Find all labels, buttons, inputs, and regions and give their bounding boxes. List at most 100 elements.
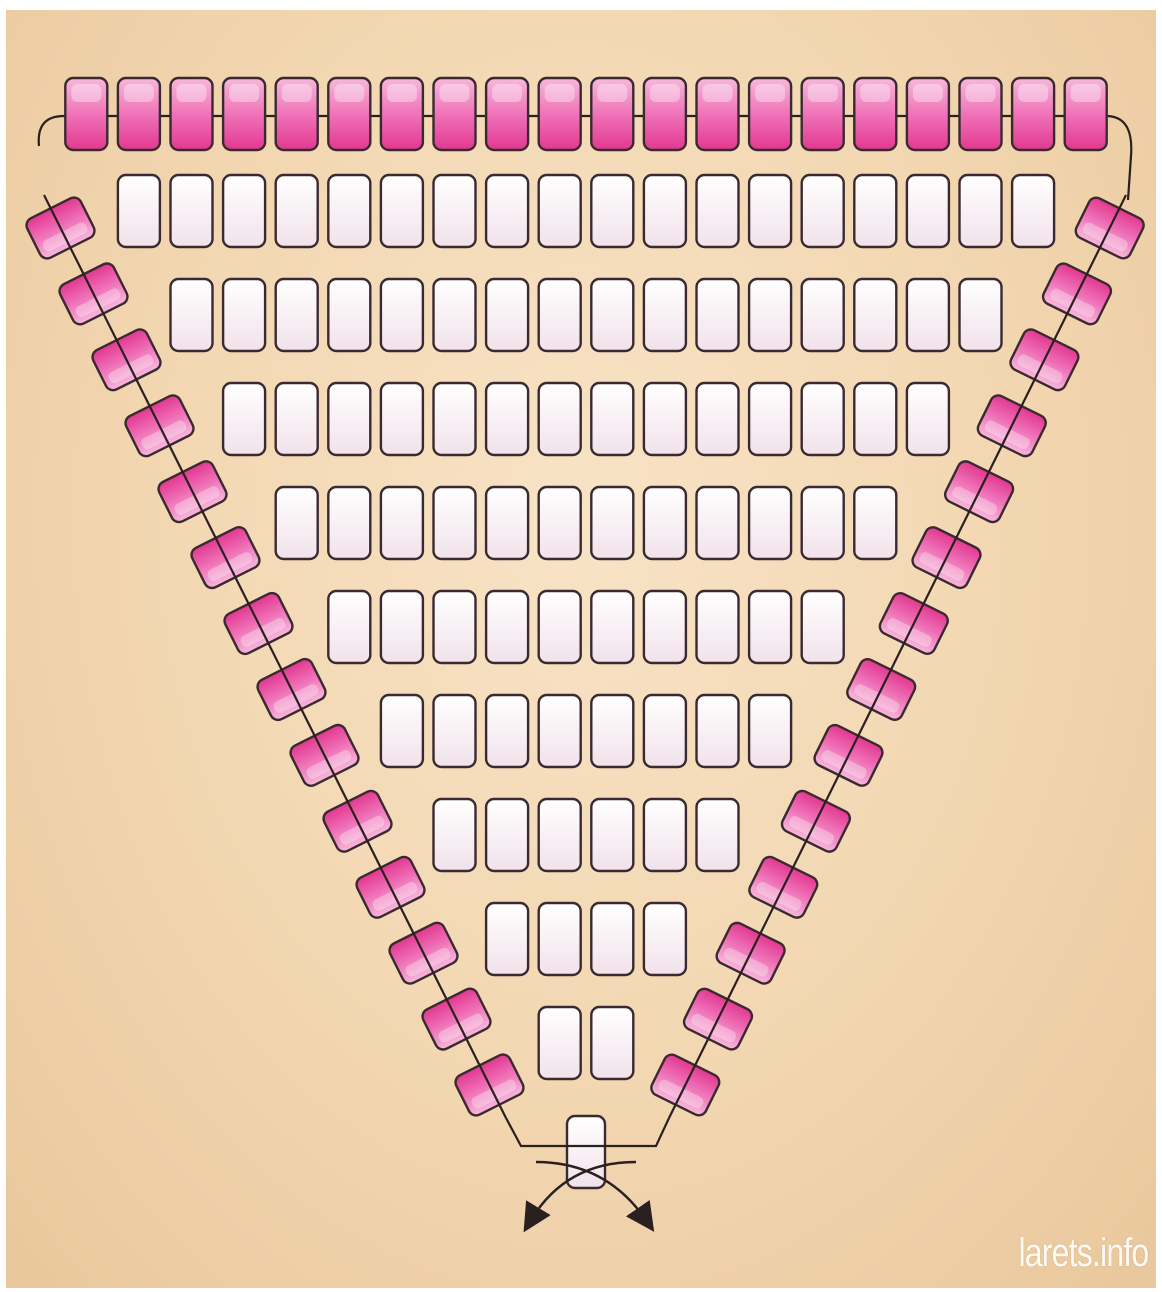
- white-bead: [644, 799, 686, 871]
- white-bead: [749, 383, 791, 455]
- white-bead: [644, 591, 686, 663]
- white-bead: [434, 383, 476, 455]
- bead-highlight: [440, 84, 470, 102]
- white-bead: [328, 383, 370, 455]
- white-bead: [276, 383, 318, 455]
- white-bead: [697, 487, 739, 559]
- bead-highlight: [860, 84, 890, 102]
- bead-highlight: [282, 84, 312, 102]
- white-bead: [539, 383, 581, 455]
- white-bead: [749, 591, 791, 663]
- white-bead: [486, 383, 528, 455]
- watermark-text: larets.info: [1018, 1231, 1148, 1276]
- bead-highlight: [334, 84, 364, 102]
- white-bead: [591, 591, 633, 663]
- white-bead: [697, 279, 739, 351]
- white-bead: [591, 695, 633, 767]
- bead-highlight: [387, 84, 417, 102]
- white-bead: [276, 487, 318, 559]
- white-bead: [697, 695, 739, 767]
- white-bead: [644, 903, 686, 975]
- white-bead: [591, 799, 633, 871]
- white-bead: [381, 383, 423, 455]
- white-bead: [486, 279, 528, 351]
- white-bead: [802, 383, 844, 455]
- white-bead: [434, 279, 476, 351]
- white-bead: [591, 487, 633, 559]
- white-bead: [802, 175, 844, 247]
- white-bead: [328, 279, 370, 351]
- bead-highlight: [1071, 84, 1101, 102]
- white-bead: [907, 383, 949, 455]
- white-bead: [486, 487, 528, 559]
- bead-highlight: [966, 84, 996, 102]
- white-bead: [591, 383, 633, 455]
- white-bead: [486, 799, 528, 871]
- white-bead: [171, 175, 213, 247]
- white-bead: [486, 695, 528, 767]
- white-bead: [434, 695, 476, 767]
- white-bead: [697, 383, 739, 455]
- white-bead: [1012, 175, 1054, 247]
- bead-highlight: [755, 84, 785, 102]
- white-bead: [907, 279, 949, 351]
- white-bead: [960, 175, 1002, 247]
- white-bead: [960, 279, 1002, 351]
- white-bead: [328, 175, 370, 247]
- white-bead: [539, 799, 581, 871]
- white-bead: [749, 695, 791, 767]
- bead-highlight: [71, 84, 101, 102]
- white-bead: [591, 903, 633, 975]
- white-bead: [434, 175, 476, 247]
- white-bead: [486, 175, 528, 247]
- white-bead: [381, 279, 423, 351]
- white-bead: [749, 487, 791, 559]
- white-bead: [539, 279, 581, 351]
- white-bead: [539, 903, 581, 975]
- bead-highlight: [913, 84, 943, 102]
- white-bead: [539, 695, 581, 767]
- white-bead: [434, 799, 476, 871]
- white-bead: [539, 1007, 581, 1079]
- white-bead: [644, 279, 686, 351]
- white-bead: [328, 591, 370, 663]
- white-bead: [854, 175, 896, 247]
- white-bead: [591, 175, 633, 247]
- bead-highlight: [229, 84, 259, 102]
- white-bead: [276, 279, 318, 351]
- white-bead: [381, 175, 423, 247]
- bead-triangle-diagram: [6, 10, 1156, 1288]
- white-bead: [486, 591, 528, 663]
- bead-highlight: [545, 84, 575, 102]
- white-bead: [854, 383, 896, 455]
- white-bead: [644, 487, 686, 559]
- white-bead: [539, 175, 581, 247]
- white-bead: [644, 695, 686, 767]
- bead-highlight: [597, 84, 627, 102]
- white-bead: [486, 903, 528, 975]
- white-bead: [381, 695, 423, 767]
- white-bead: [591, 1007, 633, 1079]
- white-bead: [539, 591, 581, 663]
- diagram-canvas: larets.info: [6, 10, 1156, 1288]
- bead-highlight: [492, 84, 522, 102]
- white-bead: [381, 487, 423, 559]
- white-bead: [223, 175, 265, 247]
- white-bead: [223, 383, 265, 455]
- white-bead: [434, 591, 476, 663]
- white-bead: [539, 487, 581, 559]
- white-bead: [749, 279, 791, 351]
- white-bead: [907, 175, 949, 247]
- white-bead: [328, 487, 370, 559]
- bead-highlight: [124, 84, 154, 102]
- bead-highlight: [808, 84, 838, 102]
- bead-highlight: [650, 84, 680, 102]
- white-bead: [854, 487, 896, 559]
- white-bead: [802, 591, 844, 663]
- bead-highlight: [703, 84, 733, 102]
- white-bead: [644, 383, 686, 455]
- white-bead: [854, 279, 896, 351]
- white-bead: [276, 175, 318, 247]
- white-bead: [434, 487, 476, 559]
- white-bead: [644, 175, 686, 247]
